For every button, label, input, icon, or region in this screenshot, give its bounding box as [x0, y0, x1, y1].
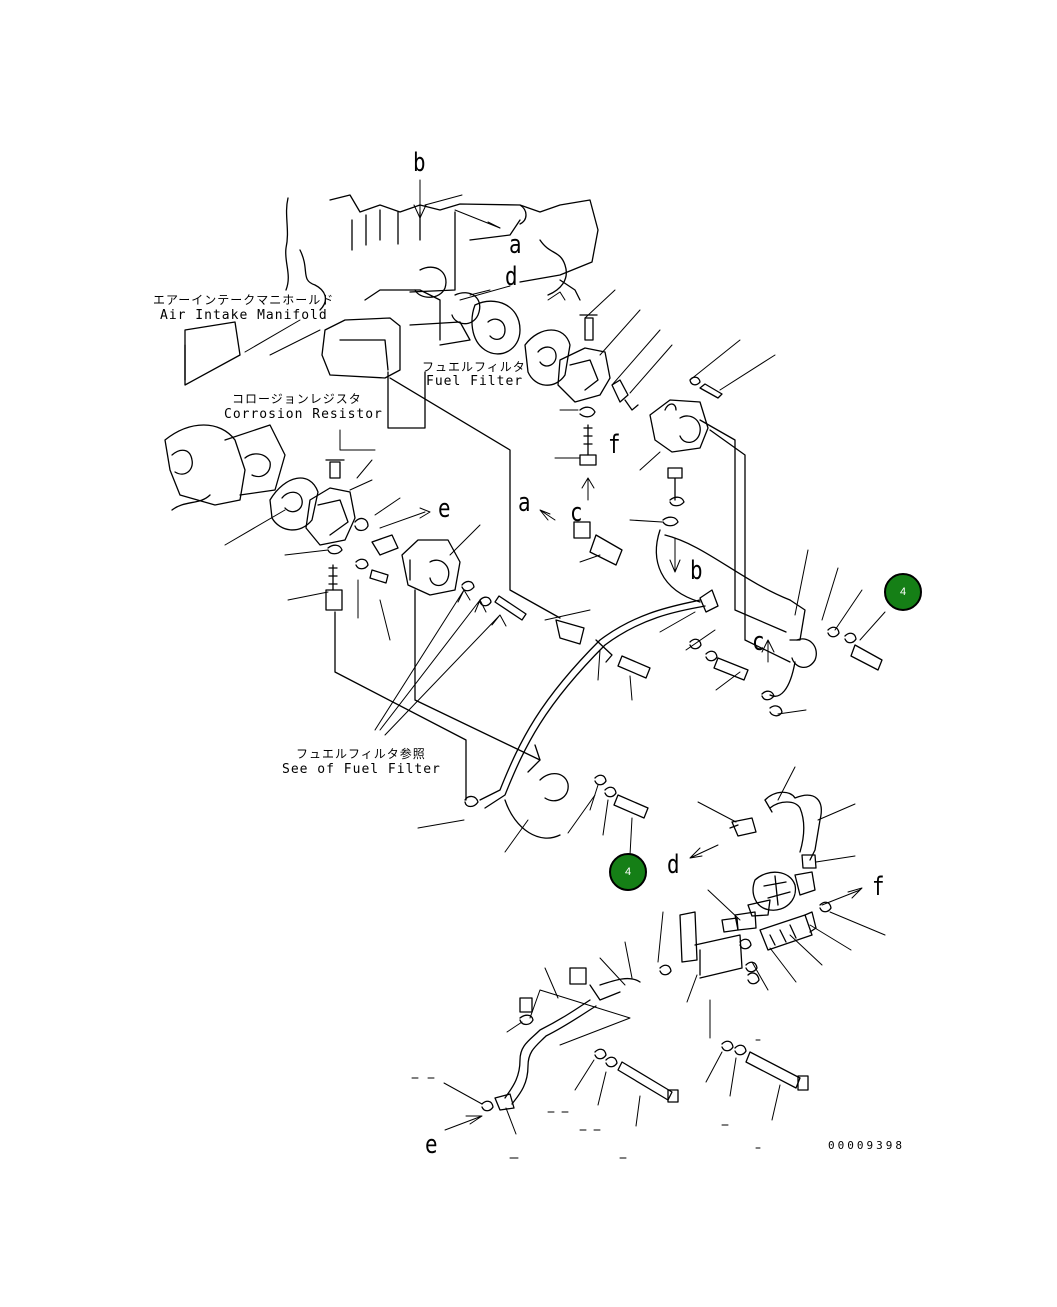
callout-a-top: a [509, 230, 522, 260]
callout-a-mid: a [518, 488, 531, 518]
central-housing [401, 539, 527, 621]
callout-c-right: c [752, 627, 765, 657]
corrosion-resistor-label-jp: コロージョンレジスタ [232, 392, 362, 406]
callout-c-mid: c [570, 498, 583, 528]
item-badge-lower[interactable]: 4 [609, 853, 647, 891]
right-upper-housing [649, 376, 723, 527]
manifold-label-en: Air Intake Manifold [160, 308, 328, 323]
fuel-filter-head [321, 266, 521, 429]
leader-lines-lower [411, 766, 886, 1159]
fuel-filter-label-en: Fuel Filter [426, 374, 524, 389]
callout-f-lower: f [872, 872, 885, 902]
callout-d-lower: d [667, 850, 680, 880]
lower-assembly [481, 791, 832, 1112]
callout-b-top: b [413, 148, 426, 178]
see-fuel-filter-label-en: See of Fuel Filter [282, 762, 441, 777]
callout-e-bottom: e [425, 1130, 438, 1160]
callout-d-top: d [505, 262, 518, 292]
leader-lines-upper [224, 179, 886, 856]
engine-block-outline [164, 194, 599, 511]
fuel-filter-label-jp: フュエルフィルタ [422, 360, 526, 374]
corrosion-resistor-label-en: Corrosion Resistor [224, 407, 383, 422]
see-fuel-filter-label-jp: フュエルフィルタ参照 [296, 747, 426, 761]
callout-b-mid: b [690, 556, 703, 586]
corrosion-resistor-upper [524, 314, 639, 466]
callout-f-mid: f [608, 430, 621, 460]
corrosion-resistor-left [269, 459, 399, 611]
manifold-label-jp: エアーインテークマニホールド [153, 293, 335, 307]
bolts-and-washers [594, 626, 883, 819]
callout-e-mid: e [438, 494, 451, 524]
item-badge-upper[interactable]: 4 [884, 573, 922, 611]
drawing-number: 00009398 [828, 1139, 905, 1152]
